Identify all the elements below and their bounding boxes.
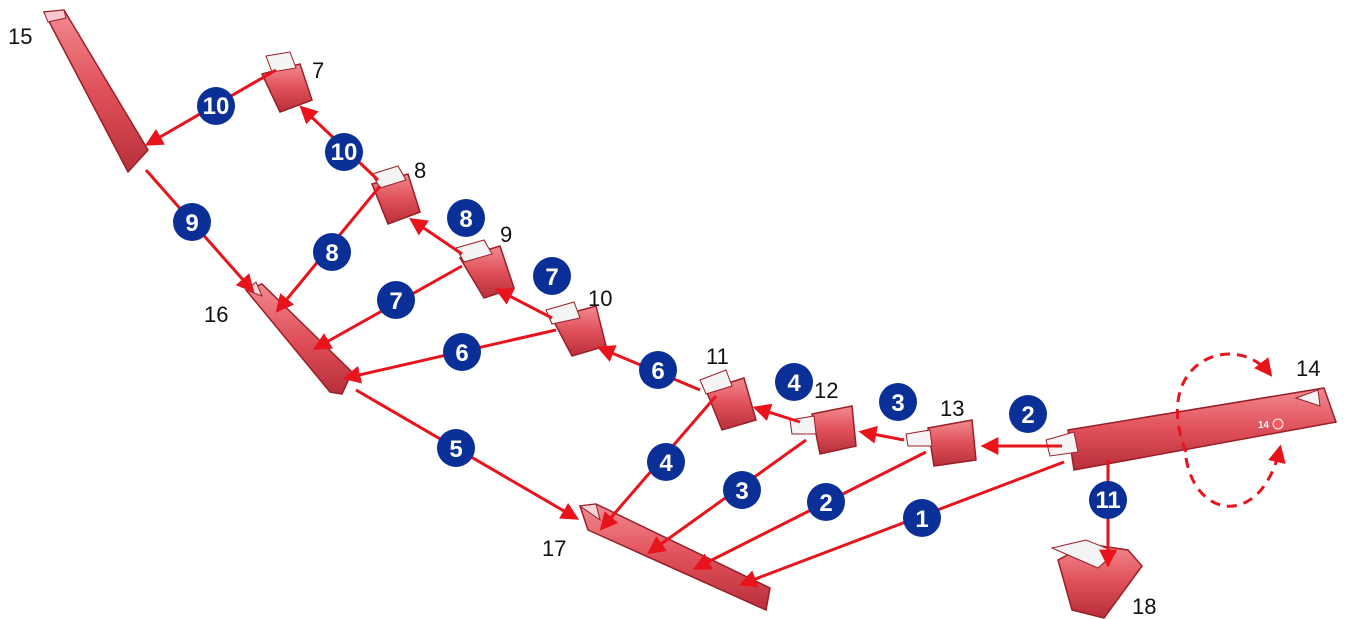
svg-text:4: 4 — [659, 450, 673, 477]
part-label-8: 8 — [414, 158, 426, 183]
svg-text:7: 7 — [389, 288, 402, 315]
arrow-step-3-to-12 — [858, 425, 905, 444]
part-15-strip — [42, 9, 149, 174]
part-7-tube — [260, 51, 313, 113]
part-label-16: 16 — [204, 302, 228, 327]
rotate-arrow-bottom — [1184, 444, 1286, 508]
svg-text:3: 3 — [735, 478, 748, 505]
step-badge-3b: 3 — [723, 471, 761, 509]
part-label-10: 10 — [588, 286, 612, 311]
svg-text:6: 6 — [651, 358, 664, 385]
part-17-strip — [578, 503, 771, 612]
step-badge-6a: 6 — [639, 351, 677, 389]
part-13-tube — [905, 419, 977, 467]
step-badge-10a: 10 — [197, 87, 235, 125]
part-8-tube — [370, 165, 421, 225]
svg-text:8: 8 — [459, 206, 472, 233]
step-badge-11: 11 — [1089, 481, 1127, 519]
part-label-18: 18 — [1132, 594, 1156, 619]
step-badge-7b: 7 — [377, 281, 415, 319]
part-label-17: 17 — [542, 536, 566, 561]
step-badge-10b: 10 — [325, 133, 363, 171]
part-label-7: 7 — [312, 58, 324, 83]
part-label-13: 13 — [940, 396, 964, 421]
step-badge-6b: 6 — [443, 333, 481, 371]
step-badge-8a: 8 — [447, 199, 485, 237]
svg-text:11: 11 — [1095, 487, 1120, 514]
svg-text:3: 3 — [891, 390, 904, 417]
svg-text:10: 10 — [331, 139, 358, 166]
part-11-tube — [699, 369, 757, 431]
step-badge-1: 1 — [903, 499, 941, 537]
arrow-step-7-to-9 — [494, 288, 553, 320]
part-9-tube — [455, 239, 515, 299]
svg-text:1: 1 — [915, 506, 928, 533]
arrow-step-8-to-8 — [409, 217, 463, 256]
part-14-mark: 14 — [1258, 420, 1270, 431]
svg-text:4: 4 — [787, 370, 801, 397]
svg-text:2: 2 — [1021, 402, 1034, 429]
step-badge-5: 5 — [437, 429, 475, 467]
step-badge-7a: 7 — [533, 257, 571, 295]
part-12-tube — [789, 405, 857, 455]
svg-text:6: 6 — [455, 340, 468, 367]
step-badge-2b: 2 — [807, 483, 845, 521]
step-badge-4a: 4 — [775, 363, 813, 401]
step-badge-2a: 2 — [1009, 395, 1047, 433]
part-label-9: 9 — [500, 222, 512, 247]
svg-text:9: 9 — [185, 210, 198, 237]
rotate-arrow-top — [1175, 352, 1273, 453]
step-badge-3a: 3 — [879, 383, 917, 421]
step-badge-9: 9 — [173, 203, 211, 241]
arrow-step-1 — [738, 460, 1065, 588]
svg-text:7: 7 — [545, 264, 558, 291]
part-label-12: 12 — [814, 378, 838, 403]
part-label-15: 15 — [8, 24, 32, 49]
part-label-11: 11 — [706, 344, 729, 369]
svg-text:2: 2 — [819, 490, 832, 517]
svg-text:8: 8 — [325, 240, 338, 267]
svg-text:10: 10 — [203, 93, 230, 120]
step-badge-4b: 4 — [647, 443, 685, 481]
svg-text:5: 5 — [449, 436, 462, 463]
arrow-step-4-to-11 — [752, 403, 801, 424]
part-14-tube — [1045, 387, 1337, 471]
step-badge-8b: 8 — [313, 233, 351, 271]
part-18-box — [1050, 539, 1143, 619]
part-label-14: 14 — [1296, 356, 1320, 381]
part-14-mark-dot — [1272, 418, 1284, 430]
